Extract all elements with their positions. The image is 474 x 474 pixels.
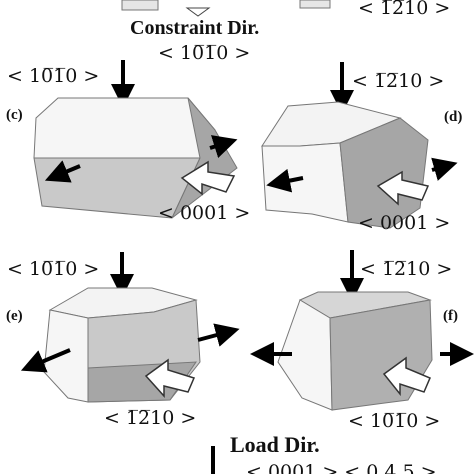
top-right-label: < 1̅2̅10 > — [358, 0, 450, 19]
panel-d-right-arrow-icon — [431, 157, 458, 181]
panel-e: < 10̅1̅0 > (e) < 1̅2̅10 > — [6, 252, 240, 429]
panel-c-right-arrow-icon — [209, 135, 238, 159]
constraint-title: Constraint Dir. — [130, 17, 259, 39]
bottom-partial-label: < 0001 > < 0 4 5 > — [246, 461, 437, 474]
panel-e-letter: (e) — [6, 308, 23, 324]
panel-d-side-face — [339, 117, 429, 229]
panel-c-left-arrow-icon — [44, 160, 81, 183]
panel-c-top-face — [33, 97, 216, 159]
top-left-crystal-edge — [121, 0, 159, 11]
panel-d-arrow-label: < 0001 > — [358, 212, 450, 234]
top-right-crystal-edge — [299, 0, 331, 9]
panel-d-hollow-arrow-icon — [376, 170, 430, 206]
panel-e-load-label: < 10̅1̅0 > — [7, 258, 99, 280]
constraint-direction: < 10̅1̅0 > — [158, 42, 250, 64]
panel-c: < 10̅1̅0 > (c) < 0001 > — [6, 60, 250, 224]
panel-c-hollow-arrow-icon — [180, 160, 236, 196]
panel-d-load-label: < 1̅2̅10 > — [352, 70, 444, 92]
panel-d-left-arrow-icon — [266, 168, 304, 193]
panel-f-left-face — [277, 299, 333, 411]
panel-d-letter: (d) — [444, 109, 462, 125]
panel-f-hollow-arrow-icon — [382, 356, 431, 397]
panel-e-arrow-label: < 1̅2̅10 > — [104, 407, 196, 429]
panel-c-arrow-label: < 0001 > — [158, 202, 250, 224]
panel-e-hollow-arrow-icon — [144, 358, 196, 398]
panel-f-front-face — [329, 299, 433, 411]
panel-c-load-label: < 10̅1̅0 > — [7, 65, 99, 87]
panel-d: < 1̅2̅10 > (d) < 0001 > — [261, 62, 462, 234]
panel-e-left-arrow-icon — [20, 348, 71, 373]
panel-c-side-face — [171, 97, 238, 219]
panel-f-arrow-label: < 10̅1̅0 > — [348, 410, 440, 432]
panel-f: < 1̅2̅10 > (f) < 10̅1̅0 > — [250, 250, 474, 432]
panel-e-right-arrow-icon — [197, 323, 240, 347]
panel-f-load-label: < 1̅2̅10 > — [360, 258, 452, 280]
panel-d-front-face — [261, 142, 349, 223]
load-title: Load Dir. — [230, 432, 320, 457]
panel-f-letter: (f) — [443, 308, 458, 324]
top-arrowhead-icon — [185, 7, 211, 17]
panel-c-letter: (c) — [6, 107, 23, 123]
